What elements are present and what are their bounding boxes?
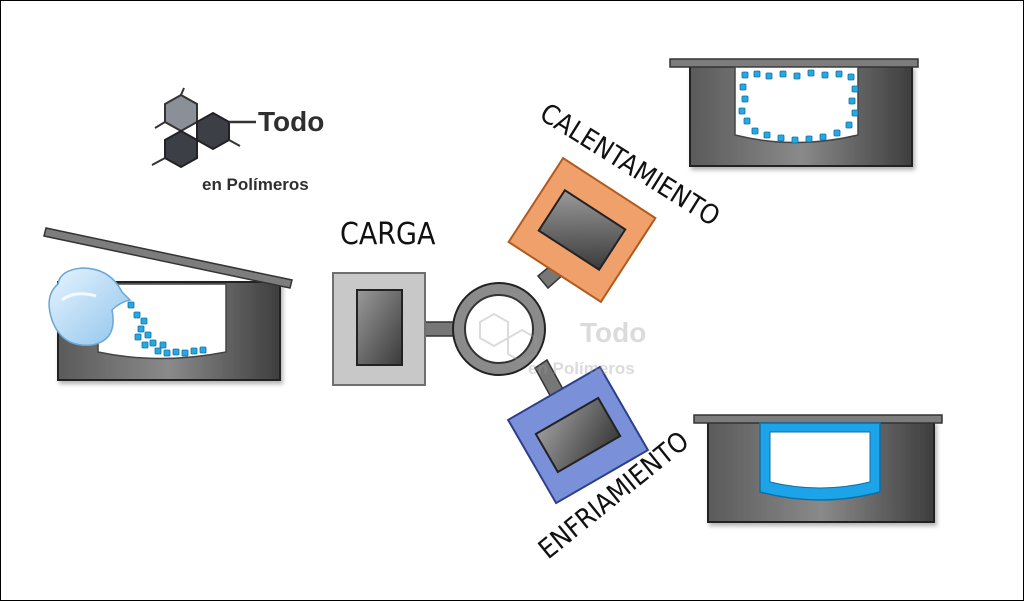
label-carga: CARGA xyxy=(340,217,436,252)
pellets-pouring xyxy=(127,301,207,357)
rotor-hub-center xyxy=(464,294,534,364)
logo-title: Todo xyxy=(258,106,324,137)
station-heat xyxy=(507,156,657,304)
logo-subtitle: en Polímeros xyxy=(202,175,309,194)
logo: Todo en Polímeros xyxy=(151,87,324,194)
station-cool xyxy=(506,365,650,505)
rotational-machine xyxy=(332,156,657,505)
pellets-coating xyxy=(738,69,859,144)
cooling-mold xyxy=(693,414,943,523)
mold-lid-open xyxy=(43,227,293,289)
mold-lid xyxy=(669,58,919,68)
mold-lid xyxy=(693,414,943,424)
watermark-hexagon-icon xyxy=(479,312,537,364)
loading-mold xyxy=(43,227,293,381)
watermark-subtitle: en Polímeros xyxy=(528,359,635,378)
watermark: Todo en Polímeros xyxy=(479,312,646,378)
pitcher-icon xyxy=(48,267,132,347)
heating-mold xyxy=(669,58,919,167)
hexagon-logo-icon xyxy=(151,87,256,169)
watermark-title: Todo xyxy=(580,317,646,348)
mold-load xyxy=(356,289,403,366)
